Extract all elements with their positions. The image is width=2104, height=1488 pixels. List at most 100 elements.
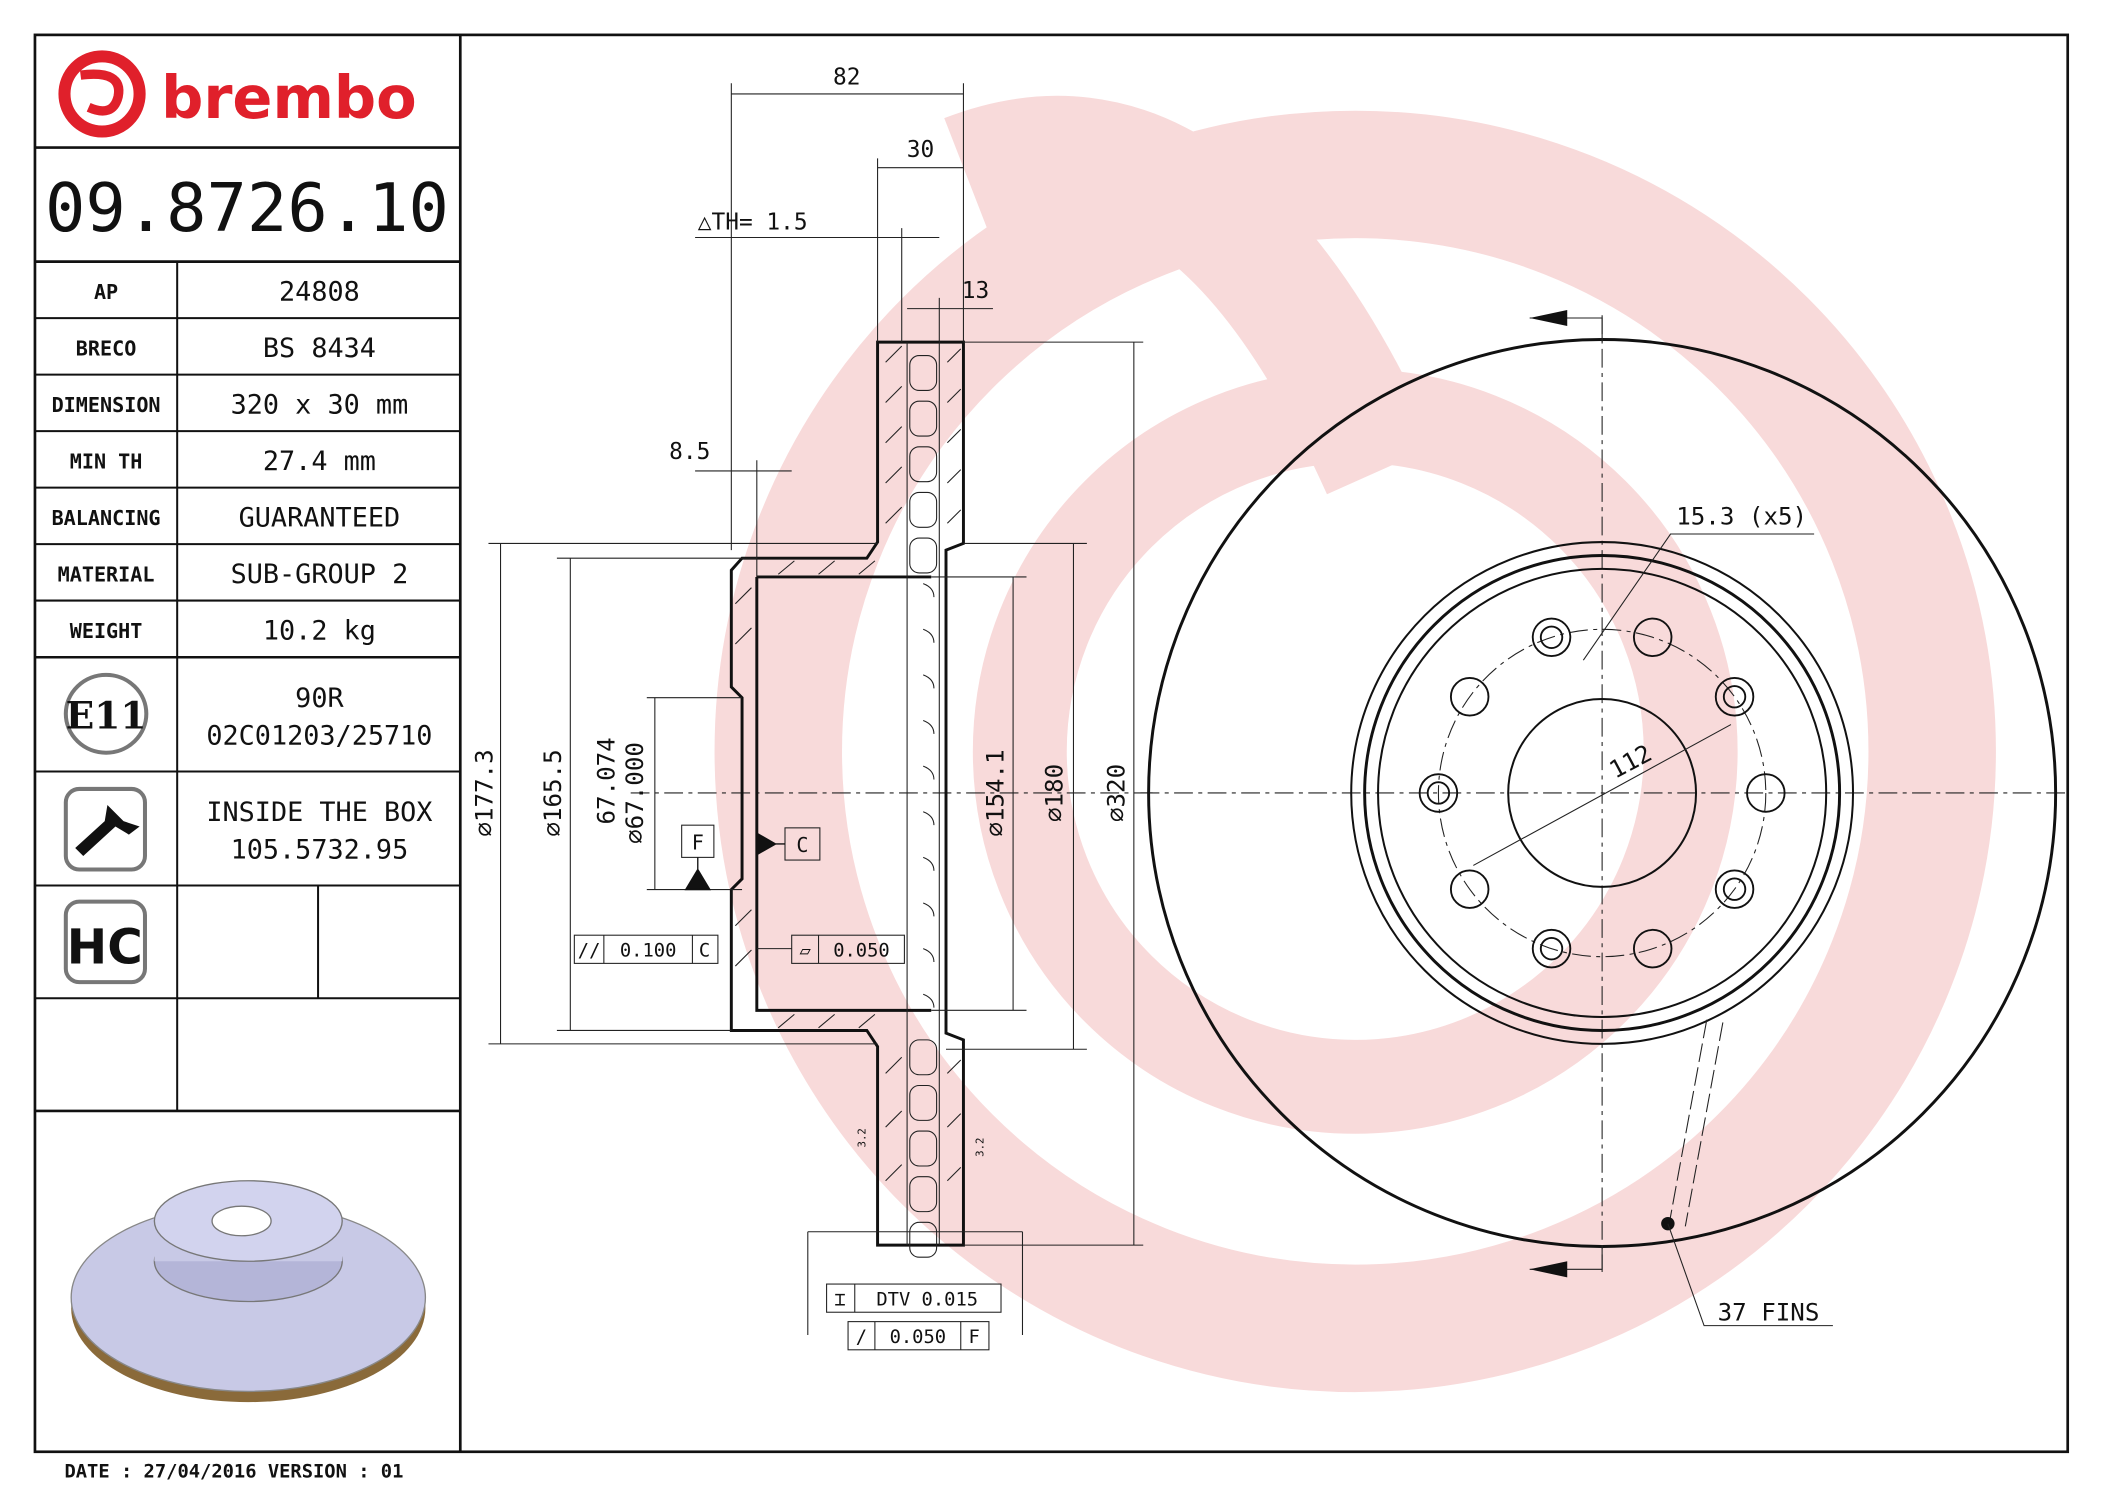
- svg-text:13: 13: [962, 278, 989, 304]
- fin-mark: [922, 674, 935, 689]
- datum-c: C: [756, 827, 821, 861]
- spec-row-ap: AP 24808: [34, 277, 461, 320]
- svg-text:0.050: 0.050: [833, 941, 890, 962]
- svg-text:⌀177.3: ⌀177.3: [470, 749, 498, 836]
- brembo-logo: brembo: [58, 50, 417, 138]
- spec-label: DIMENSION: [52, 393, 161, 417]
- vent-channel: [909, 491, 938, 528]
- parallelism-tolerance: // 0.100 C: [573, 934, 719, 964]
- screw-icon: [63, 786, 147, 872]
- section-view: 82 30 △TH= 1.5 13 8.5 ⌀177.3 ⌀165.5 67.0…: [470, 65, 1154, 1351]
- svg-text:30: 30: [907, 137, 934, 163]
- svg-text:▱: ▱: [799, 941, 811, 962]
- bolt-hole: [1746, 773, 1786, 813]
- vent-channel: [909, 1176, 938, 1213]
- svg-text:F: F: [969, 1327, 980, 1348]
- vent-channel: [909, 1039, 938, 1076]
- spec-value: 24808: [279, 277, 360, 308]
- svg-text:67.074: 67.074: [593, 737, 621, 824]
- vent-channel: [909, 537, 938, 574]
- spec-value: 27.4 mm: [263, 446, 376, 477]
- screws-line2: 105.5732.95: [231, 835, 409, 866]
- vent-channel: [909, 1084, 938, 1121]
- vent-channel: [909, 1221, 938, 1258]
- bolt-hole: [1632, 617, 1673, 658]
- fin-mark: [922, 902, 935, 917]
- svg-text:15.3 (x5): 15.3 (x5): [1676, 503, 1807, 531]
- fin-mark: [922, 628, 935, 643]
- spec-label: MIN TH: [70, 450, 143, 474]
- vent-channel: [909, 1130, 938, 1167]
- svg-text:82: 82: [833, 65, 860, 91]
- svg-text:0.100: 0.100: [620, 941, 677, 962]
- spec-value: 320 x 30 mm: [231, 390, 409, 421]
- svg-text:E11: E11: [66, 694, 147, 738]
- fin-mark: [922, 948, 935, 963]
- runout-tolerance: / 0.050 F: [847, 1321, 990, 1351]
- svg-text:3.2: 3.2: [855, 1128, 868, 1147]
- spec-row-balancing: BALANCING GUARANTEED: [34, 503, 461, 546]
- approval-line2: 02C01203/25710: [206, 721, 432, 752]
- spec-row-weight: WEIGHT 10.2 kg: [34, 615, 461, 659]
- dtv-tolerance: ⌶ DTV 0.015: [826, 1283, 1002, 1313]
- e11-approval-icon: E11: [63, 672, 149, 755]
- bolt-hole: [1449, 677, 1490, 717]
- front-view: 112 15.3 (x5) 37 FINS: [1140, 309, 2067, 1326]
- brembo-watermark: [714, 95, 1996, 1393]
- datum-f: F: [681, 824, 715, 891]
- spec-row-min-th: MIN TH 27.4 mm: [34, 446, 461, 489]
- spec-value: BS 8434: [263, 333, 376, 364]
- fin-mark: [922, 765, 935, 780]
- svg-text:/: /: [856, 1327, 867, 1348]
- svg-text:⌀154.1: ⌀154.1: [982, 749, 1010, 836]
- spec-row-material: MATERIAL SUB-GROUP 2: [34, 559, 461, 602]
- svg-text:HC: HC: [67, 919, 143, 975]
- fin-mark: [922, 583, 935, 598]
- svg-text:F: F: [692, 830, 704, 854]
- svg-text:0.050: 0.050: [890, 1327, 947, 1348]
- bolt-hole: [1632, 928, 1673, 969]
- approval-line1: 90R: [295, 683, 344, 714]
- svg-text:C: C: [699, 941, 710, 962]
- spec-value: SUB-GROUP 2: [231, 559, 409, 590]
- svg-text:⌀320: ⌀320: [1102, 764, 1130, 822]
- fin-mark: [922, 811, 935, 826]
- spec-label: MATERIAL: [58, 563, 155, 587]
- footer-date-version: DATE : 27/04/2016 VERSION : 01: [64, 1461, 403, 1482]
- svg-text:⌀180: ⌀180: [1041, 764, 1069, 822]
- spec-label: WEIGHT: [70, 619, 143, 643]
- spec-label: AP: [94, 280, 118, 304]
- spec-label: BRECO: [76, 337, 137, 361]
- fin-mark: [922, 720, 935, 734]
- vent-channel: [909, 446, 938, 483]
- svg-text:△TH= 1.5: △TH= 1.5: [698, 209, 808, 235]
- svg-text:C: C: [796, 833, 808, 857]
- bolt-hole: [1531, 617, 1572, 658]
- hc-icon: HC: [63, 899, 147, 985]
- svg-text:8.5: 8.5: [669, 439, 710, 465]
- svg-text:3.2: 3.2: [974, 1138, 987, 1157]
- spec-value: 10.2 kg: [263, 615, 376, 646]
- svg-text://: //: [578, 941, 601, 962]
- bolt-hole: [1714, 677, 1755, 717]
- vent-channel: [909, 355, 938, 391]
- svg-text:37 FINS: 37 FINS: [1718, 1298, 1820, 1326]
- spec-row-dimension: DIMENSION 320 x 30 mm: [34, 390, 461, 433]
- bolt-hole: [1714, 869, 1755, 909]
- fin-mark: [922, 993, 935, 1008]
- svg-text:DTV 0.015: DTV 0.015: [876, 1290, 978, 1311]
- svg-text:⌶: ⌶: [834, 1290, 845, 1311]
- screws-line1: INSIDE THE BOX: [206, 797, 432, 828]
- spec-row-breco: BRECO BS 8434: [34, 333, 461, 376]
- bolt-hole: [1449, 869, 1490, 909]
- disc-3d-render: [70, 1180, 427, 1403]
- svg-text:⌀165.5: ⌀165.5: [539, 749, 567, 836]
- spec-label: BALANCING: [52, 506, 161, 530]
- spec-value: GUARANTEED: [239, 503, 401, 534]
- bolt-hole: [1418, 773, 1459, 813]
- vent-channel: [909, 400, 938, 437]
- svg-text:brembo: brembo: [161, 63, 417, 132]
- fin-mark: [922, 856, 935, 871]
